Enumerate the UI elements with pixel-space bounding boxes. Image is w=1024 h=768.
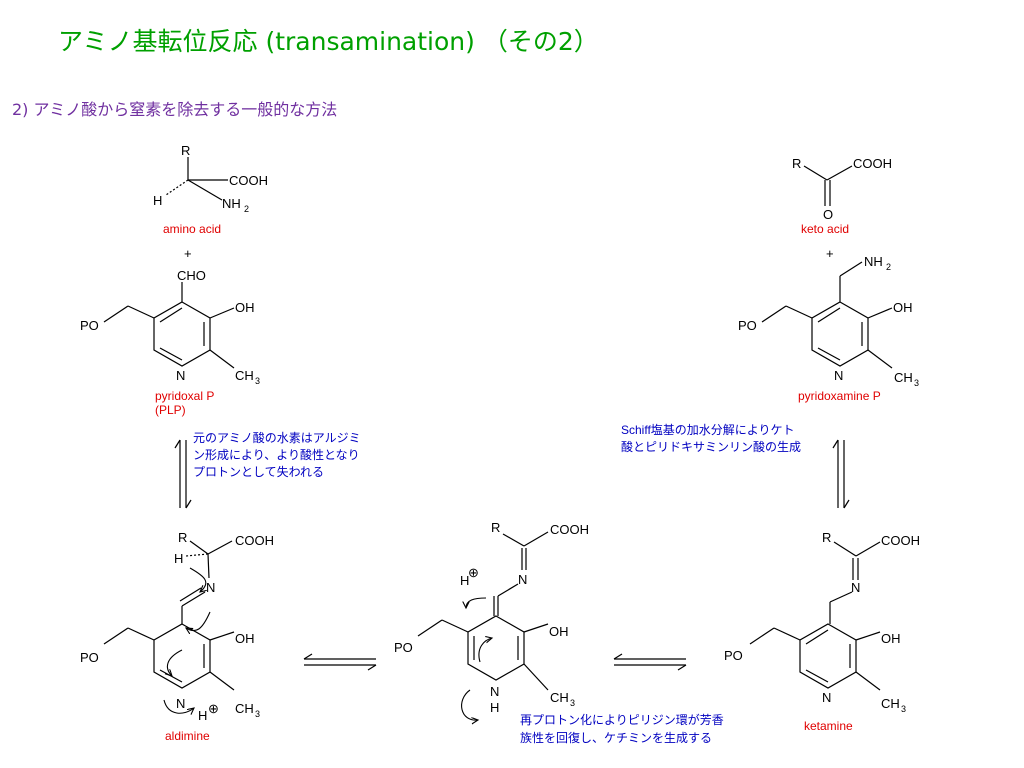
atom-o: O [823,207,833,222]
note-left-3: プロトンとして失われる [193,464,324,479]
note-left-1: 元のアミノ酸の水素はアルジミ [193,430,361,445]
atom-ch3-sub: 3 [914,378,919,388]
atom-po: PO [394,640,413,655]
note-left-2: ン形成により、より酸性となり [193,447,360,462]
label-pyridoxal-p: pyridoxal P [155,389,214,403]
note-right-2: 酸とピリドキサミンリン酸の生成 [621,439,801,454]
equilibrium-arrow-bottom-2 [613,653,687,671]
atom-ch3: CH [894,370,913,385]
page-title: アミノ基転位反応 (transamination) （その2） [58,27,599,56]
note-bottom-1: 再プロトン化によりピリジン環が芳香 [520,712,724,727]
equilibrium-arrow-right [832,439,850,509]
atom-ch3: CH [235,368,254,383]
atom-ch3: CH [881,696,900,711]
atom-n-imine: N [851,580,860,595]
label-ketamine: ketamine [804,719,853,733]
page-subtitle: 2) アミノ酸から窒素を除去する一般的な方法 [12,100,338,119]
atom-oh: OH [893,300,913,315]
atom-n: N [176,696,185,711]
label-aldimine: aldimine [165,729,210,743]
atom-oh: OH [235,300,255,315]
atom-cooh: COOH [235,533,274,548]
atom-ch3: CH [235,701,254,716]
atom-n: N [822,690,831,705]
atom-h: H [174,551,183,566]
atom-ch3-sub: 3 [901,704,906,714]
atom-ch3: CH [550,690,569,705]
atom-po: PO [80,318,99,333]
atom-po: PO [724,648,743,663]
atom-h-plus: H [198,708,207,723]
pyridoxal-p-structure: CHO OH PO N CH 3 [80,268,260,386]
atom-cooh: COOH [881,533,920,548]
atom-oh: OH [549,624,569,639]
aldimine-structure: R COOH H N OH PO N H ⊕ CH 3 [80,530,274,723]
atom-r: R [491,520,500,535]
atom-cooh: COOH [229,173,268,188]
ketamine-structure: R COOH N OH PO N CH 3 [724,530,920,714]
atom-po: PO [80,650,99,665]
note-bottom-2: 族性を回復し、ケチミンを生成する [520,730,712,745]
atom-r: R [181,143,190,158]
keto-acid-structure: R COOH O [792,156,892,222]
atom-nh2-sub: 2 [244,204,249,214]
charge-plus: ⊕ [208,701,219,716]
charge-plus: ⊕ [468,565,479,580]
atom-n: N [834,368,843,383]
label-plp: (PLP) [155,403,186,417]
atom-ch3-sub: 3 [255,709,260,719]
note-right-1: Schiff塩基の加水分解によりケト [621,422,795,437]
atom-ch3-sub: 3 [570,698,575,708]
atom-h-nh: H [490,700,499,715]
atom-h: H [460,573,469,588]
atom-n: N [176,368,185,383]
atom-cho: CHO [177,268,206,283]
atom-oh: OH [235,631,255,646]
label-amino-acid: amino acid [163,222,221,236]
equilibrium-arrow-bottom-1 [303,653,377,671]
atom-n-imine: N [518,572,527,587]
equilibrium-arrow-left [174,439,192,509]
atom-n-imine: N [206,580,215,595]
atom-nh2: NH [864,254,883,269]
amino-acid-structure: R COOH H NH 2 [153,143,268,214]
label-keto-acid: keto acid [801,222,849,236]
atom-r: R [178,530,187,545]
label-pyridoxamine-p: pyridoxamine P [798,389,881,403]
atom-h: H [153,193,162,208]
atom-oh: OH [881,631,901,646]
quinonoid-intermediate-structure: R COOH N H ⊕ OH PO N H CH 3 [394,520,589,720]
atom-po: PO [738,318,757,333]
atom-nh2-sub: 2 [886,262,891,272]
atom-nh2: NH [222,196,241,211]
atom-ch3-sub: 3 [255,376,260,386]
atom-cooh: COOH [550,522,589,537]
atom-nh: N [490,684,499,699]
plus-left: + [184,246,192,261]
atom-r: R [822,530,831,545]
pyridoxamine-p-structure: NH 2 OH PO N CH 3 [738,254,919,388]
plus-right: + [826,246,834,261]
atom-cooh: COOH [853,156,892,171]
atom-r: R [792,156,801,171]
